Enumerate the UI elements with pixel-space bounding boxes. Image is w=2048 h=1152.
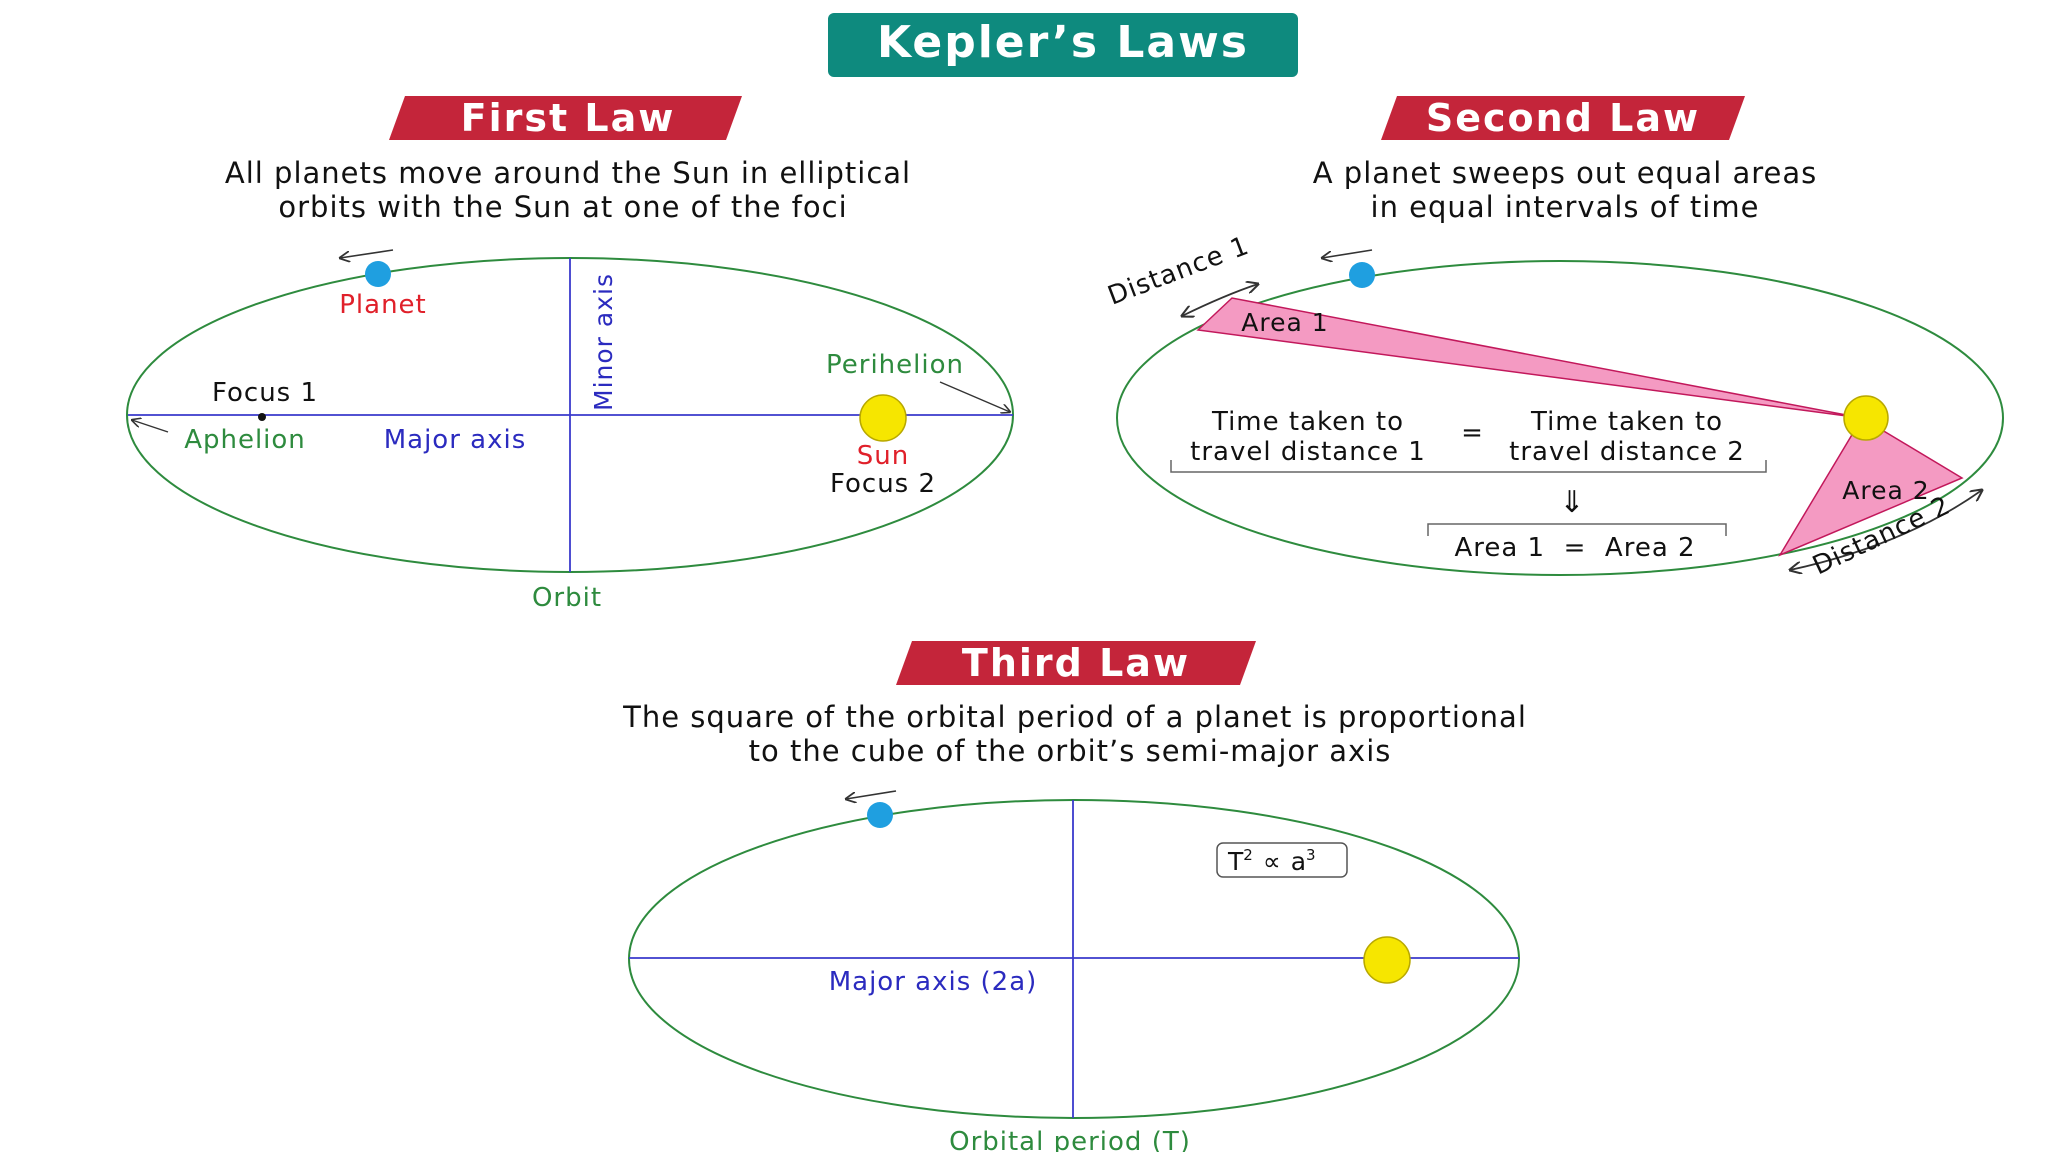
second-law-time2-line2: travel distance 2 <box>1509 437 1745 467</box>
second-law-area2-label: Area 2 <box>1842 476 1929 505</box>
title-background <box>828 13 1298 77</box>
third-law-major-axis-label: Major axis (2a) <box>829 967 1038 997</box>
second-law-equation-bracket <box>1170 460 1767 473</box>
first-law-focus2-label: Focus 2 <box>830 469 936 499</box>
first-law-perihelion-label: Perihelion <box>826 350 964 380</box>
first-law-banner: First Law <box>461 96 676 140</box>
first-law-section: First Law All planets move around the Su… <box>126 96 1014 613</box>
second-law-time1-line2: travel distance 1 <box>1190 437 1426 467</box>
second-law-area-equation: Area 1 = Area 2 <box>1454 533 1695 563</box>
second-law-motion-arrow-icon <box>1322 249 1373 258</box>
third-law-section: Third Law The square of the orbital peri… <box>622 641 1527 1152</box>
formula-proportional-symbol: ∝ <box>1263 847 1281 876</box>
second-law-distance1-arrow-icon <box>1182 284 1258 316</box>
first-law-minor-axis-label: Minor axis <box>589 273 618 411</box>
third-law-orbital-period-label: Orbital period (T) <box>949 1127 1191 1152</box>
third-law-banner-background <box>896 641 1256 685</box>
third-law-motion-arrow-icon <box>846 790 897 799</box>
second-law-planet-icon <box>1349 262 1375 288</box>
second-law-implies-arrow-icon: ⇓ <box>1559 485 1584 520</box>
second-law-area1-label: Area 1 <box>1241 308 1328 337</box>
first-law-aphelion-label: Aphelion <box>184 425 306 455</box>
second-law-area-bracket <box>1427 523 1727 536</box>
third-law-orbit-ellipse <box>628 799 1520 1119</box>
first-law-orbit-label: Orbit <box>532 583 602 613</box>
first-law-focus1-label: Focus 1 <box>212 378 318 408</box>
first-law-sun-icon <box>859 394 907 442</box>
second-law-banner: Second Law <box>1426 96 1700 140</box>
second-law-time2-line1: Time taken to <box>1530 407 1723 437</box>
first-law-description-line1: All planets move around the Sun in ellip… <box>225 156 911 190</box>
first-law-motion-arrow-icon <box>340 249 394 258</box>
second-law-equals-sign: = <box>1461 418 1483 448</box>
first-law-banner-background <box>389 96 742 140</box>
first-law-focus1-dot-icon <box>258 413 266 421</box>
first-law-aphelion-arrow-icon <box>132 420 169 433</box>
second-law-distance2-arrow-icon <box>1790 490 1982 570</box>
third-law-sun-icon <box>1363 936 1411 984</box>
third-law-description-line1: The square of the orbital period of a pl… <box>622 700 1527 734</box>
first-law-major-axis-label: Major axis <box>384 425 527 455</box>
first-law-planet-label: Planet <box>339 290 427 320</box>
third-law-formula: T2 ∝ a3 <box>1227 846 1316 876</box>
first-law-sun-label: Sun <box>857 441 909 471</box>
second-law-time1-line1: Time taken to <box>1211 407 1404 437</box>
formula-axis-symbol: a <box>1291 847 1306 876</box>
formula-exponent-2: 2 <box>1243 846 1253 864</box>
second-law-orbit-ellipse <box>1116 260 2004 576</box>
second-law-sun-icon <box>1843 395 1889 441</box>
page-title: Kepler’s Laws <box>877 17 1249 68</box>
second-law-banner-background <box>1381 96 1745 140</box>
title-banner: Kepler’s Laws <box>828 13 1298 77</box>
first-law-description-line2: orbits with the Sun at one of the foci <box>278 190 847 224</box>
formula-period-symbol: T <box>1227 847 1244 876</box>
second-law-section: Second Law A planet sweeps out equal are… <box>1104 96 2004 581</box>
third-law-banner: Third Law <box>962 641 1190 685</box>
third-law-description-line2: to the cube of the orbit’s semi-major ax… <box>749 734 1392 768</box>
third-law-planet-icon <box>867 802 893 828</box>
second-law-description-line1: A planet sweeps out equal areas <box>1313 156 1818 190</box>
first-law-perihelion-arrow-icon <box>939 381 1010 412</box>
second-law-description-line2: in equal intervals of time <box>1371 190 1760 224</box>
third-law-formula-box <box>1216 842 1348 878</box>
first-law-planet-icon <box>365 261 391 287</box>
formula-exponent-3: 3 <box>1306 846 1316 864</box>
